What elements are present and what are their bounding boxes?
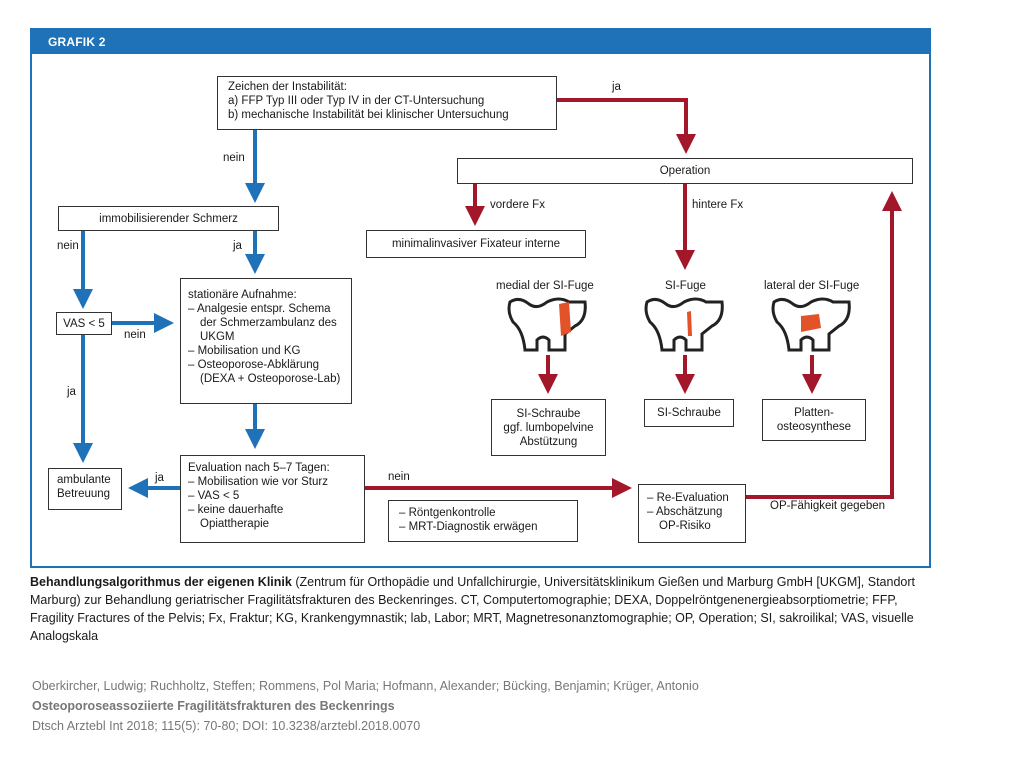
evaluation-line-5: Opiattherapie [200,518,270,530]
reevaluation-box: – Re-Evaluation – Abschätzung OP-Risiko [638,484,746,543]
citation-source: Dtsch Arztebl Int 2018; 115(5): 70-80; D… [32,719,421,733]
si-screw-box: SI-Schraube [644,399,734,427]
admission-line-1: stationäre Aufnahme: [188,289,297,301]
label-ja-ambulant: ja [155,472,164,484]
instability-line-2: a) FFP Typ III oder Typ IV in der CT-Unt… [228,95,485,107]
admission-line-7: (DEXA + Osteoporose-Lab) [200,373,341,385]
admission-line-6: – Osteoporose-Abklärung [188,359,320,371]
label-nein-eval: nein [388,471,410,483]
reevaluation-line-3: OP-Risiko [659,520,711,532]
si-screw-text: SI-Schraube [657,407,721,419]
instability-line-3: b) mechanische Instabilität bei klinisch… [228,109,509,121]
label-ja-mid: ja [233,240,242,252]
fixateur-text: minimalinvasiver Fixateur interne [391,238,561,250]
reevaluation-line-1: – Re-Evaluation [647,492,729,504]
instability-box: Zeichen der Instabilität: a) FFP Typ III… [217,76,557,130]
ambulant-box: ambulante Betreuung [48,468,122,510]
imaging-line-2: – MRT-Diagnostik erwägen [399,521,538,533]
arrow-ja-to-operation [557,98,696,154]
label-nein-left: nein [57,240,79,252]
label-hintere-fx: hintere Fx [692,199,744,211]
pelvis-si-fuge-icon [644,297,724,352]
pelvis-medial-icon [507,297,587,352]
figure-caption: Behandlungsalgorithmus der eigenen Klini… [30,573,930,645]
label-medial: medial der SI-Fuge [496,280,594,292]
label-nein-top: nein [223,152,245,164]
ambulant-line-1: ambulante [57,474,111,486]
instability-line-1: Zeichen der Instabilität: [228,81,347,93]
label-ja-vas: ja [67,386,76,398]
admission-line-4: UKGM [200,331,235,343]
label-vordere-fx: vordere Fx [490,199,545,211]
vas-box: VAS < 5 [56,312,112,335]
si-screw-medial-line-1: SI-Schraube [516,407,581,420]
operation-box: Operation [457,158,913,184]
evaluation-box: Evaluation nach 5–7 Tagen: – Mobilisatio… [180,455,365,543]
immobilizing-pain-text: immobilisierender Schmerz [99,212,238,225]
pelvis-lateral-icon [771,297,851,352]
admission-box: stationäre Aufnahme: – Analgesie entspr.… [180,278,352,404]
vas-text: VAS < 5 [63,317,105,330]
evaluation-line-2: – Mobilisation wie vor Sturz [188,476,328,488]
evaluation-line-1: Evaluation nach 5–7 Tagen: [188,462,330,474]
label-lateral: lateral der SI-Fuge [764,280,860,292]
figure-label: GRAFIK 2 [48,35,106,49]
plate-line-1: Platten- [794,407,834,419]
operation-text: Operation [659,165,711,177]
citation-authors: Oberkircher, Ludwig; Ruchholtz, Steffen;… [32,679,699,693]
reevaluation-line-2: – Abschätzung [647,506,723,518]
plate-line-2: osteosynthese [776,421,852,433]
figure-header-bar: GRAFIK 2 [32,30,929,54]
caption-bold: Behandlungsalgorithmus der eigenen Klini… [30,575,292,589]
citation-title: Osteoporoseassoziierte Fragilitätsfraktu… [32,699,395,713]
label-nein-vas: nein [124,329,146,341]
caption-text: (Zentrum für Orthopädie und Unfallchirur… [30,575,916,643]
admission-line-5: – Mobilisation und KG [188,345,301,357]
label-ja-top: ja [612,81,621,93]
arrow-reevaluation-to-operation [746,191,902,499]
immobilizing-pain-box: immobilisierender Schmerz [58,206,279,231]
si-screw-medial-line-3: Abstützung [519,435,578,448]
plate-box: Platten- osteosynthese [762,399,866,441]
fixateur-box: minimalinvasiver Fixateur interne [366,230,586,258]
admission-line-3: der Schmerzambulanz des [200,317,337,329]
evaluation-line-3: – VAS < 5 [188,490,240,502]
label-si-fuge: SI-Fuge [665,280,706,292]
admission-line-2: – Analgesie entspr. Schema [188,303,331,315]
label-op-fit: OP-Fähigkeit gegeben [770,500,886,512]
si-screw-medial-line-2: ggf. lumbopelvine [503,421,594,434]
si-screw-medial-box: SI-Schraube ggf. lumbopelvine Abstützung [491,399,606,456]
ambulant-line-2: Betreuung [57,488,111,500]
imaging-line-1: – Röntgenkontrolle [399,507,496,519]
imaging-box: – Röntgenkontrolle – MRT-Diagnostik erwä… [388,500,578,542]
evaluation-line-4: – keine dauerhafte [188,504,284,516]
